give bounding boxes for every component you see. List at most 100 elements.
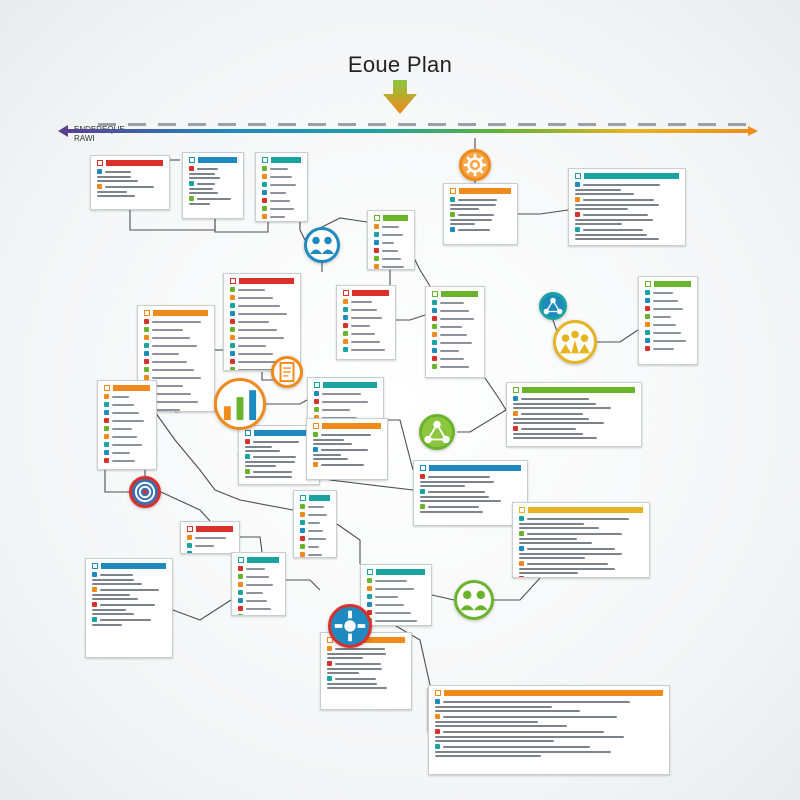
card-row: [92, 598, 166, 600]
card-row: [420, 485, 521, 487]
bullet-icon: [300, 528, 305, 533]
bullet-icon: [144, 367, 149, 372]
text-line: [440, 333, 467, 336]
text-line: [238, 320, 269, 323]
card-row: [432, 340, 478, 345]
card-row: [519, 527, 643, 529]
card-row: [645, 338, 691, 343]
card-header-bar: [584, 173, 679, 179]
bullet-icon: [513, 396, 518, 401]
text-line: [443, 730, 604, 733]
card-row: [144, 351, 208, 356]
text-line: [575, 189, 621, 191]
card-rows: [639, 290, 697, 351]
card-row: [187, 543, 233, 548]
card-row: [300, 552, 330, 557]
plan-card: [182, 152, 244, 219]
bullet-icon: [575, 182, 580, 187]
card-row: [420, 496, 521, 498]
bullet-icon: [238, 614, 243, 615]
card-row: [300, 512, 330, 517]
card-row: [327, 683, 405, 685]
card-row: [104, 394, 150, 399]
text-line: [321, 433, 371, 436]
text-line: [253, 440, 299, 443]
text-line: [527, 562, 608, 565]
plan-card: [336, 285, 396, 360]
card-row: [343, 323, 389, 328]
timeline-bar: [58, 123, 758, 137]
bullet-icon: [432, 300, 437, 305]
text-line: [351, 332, 375, 335]
text-line: [519, 568, 615, 570]
card-header-icon: [97, 160, 103, 166]
text-line: [435, 755, 541, 757]
card-row: [327, 672, 405, 674]
bullet-icon: [327, 646, 332, 651]
text-line: [245, 461, 295, 463]
bullet-icon: [230, 303, 235, 308]
bullet-icon: [104, 418, 109, 423]
card-row: [313, 454, 381, 456]
card-row: [300, 536, 330, 541]
text-line: [527, 547, 615, 550]
text-line: [92, 609, 126, 611]
card-header: [343, 290, 389, 296]
text-line: [246, 567, 265, 570]
bullet-icon: [262, 206, 267, 211]
text-line: [97, 195, 135, 197]
text-line: [450, 219, 492, 221]
timeline-tick: [428, 123, 446, 126]
text-line: [238, 352, 273, 355]
text-line: [440, 357, 464, 360]
bullet-icon: [327, 676, 332, 681]
card-header-bar: [336, 637, 405, 643]
plan-card: [255, 152, 308, 222]
bullet-icon: [144, 327, 149, 332]
bullet-icon: [420, 504, 425, 509]
card-header: [144, 310, 208, 316]
connector-line: [160, 491, 211, 522]
card-header-bar: [352, 290, 389, 296]
card-row: [519, 516, 643, 521]
bullet-icon: [262, 182, 267, 187]
card-rows: [86, 572, 172, 626]
diagram-node: [304, 227, 340, 263]
bullet-icon: [374, 240, 379, 245]
card-row: [435, 755, 663, 757]
diagram-node: [271, 356, 303, 388]
text-line: [92, 624, 122, 626]
card-header-icon: [450, 188, 456, 194]
bullet-icon: [314, 415, 319, 420]
card-header-icon: [144, 310, 150, 316]
card-header: [513, 387, 635, 393]
text-line: [327, 653, 386, 655]
text-line: [308, 537, 326, 540]
card-row: [104, 402, 150, 407]
bullet-icon: [374, 256, 379, 261]
text-line: [443, 715, 617, 718]
text-line: [322, 400, 368, 403]
text-line: [152, 320, 201, 323]
card-row: [189, 192, 237, 194]
card-row: [300, 504, 330, 509]
text-line: [152, 344, 197, 347]
card-header-bar: [441, 291, 478, 297]
card-header-bar: [383, 215, 408, 221]
text-line: [97, 180, 138, 182]
bullet-icon: [92, 602, 97, 607]
card-row: [92, 613, 166, 615]
card-row: [420, 474, 521, 479]
plan-card: [360, 564, 432, 626]
text-line: [308, 513, 327, 516]
card-row: [575, 193, 679, 195]
text-line: [92, 613, 134, 615]
card-rows: [429, 699, 669, 757]
bullet-icon: [300, 536, 305, 541]
text-line: [519, 538, 577, 540]
card-row: [374, 224, 408, 229]
bullet-icon: [367, 586, 372, 591]
plan-card: [293, 490, 337, 558]
card-row: [519, 576, 643, 577]
card-rows: [98, 394, 156, 463]
